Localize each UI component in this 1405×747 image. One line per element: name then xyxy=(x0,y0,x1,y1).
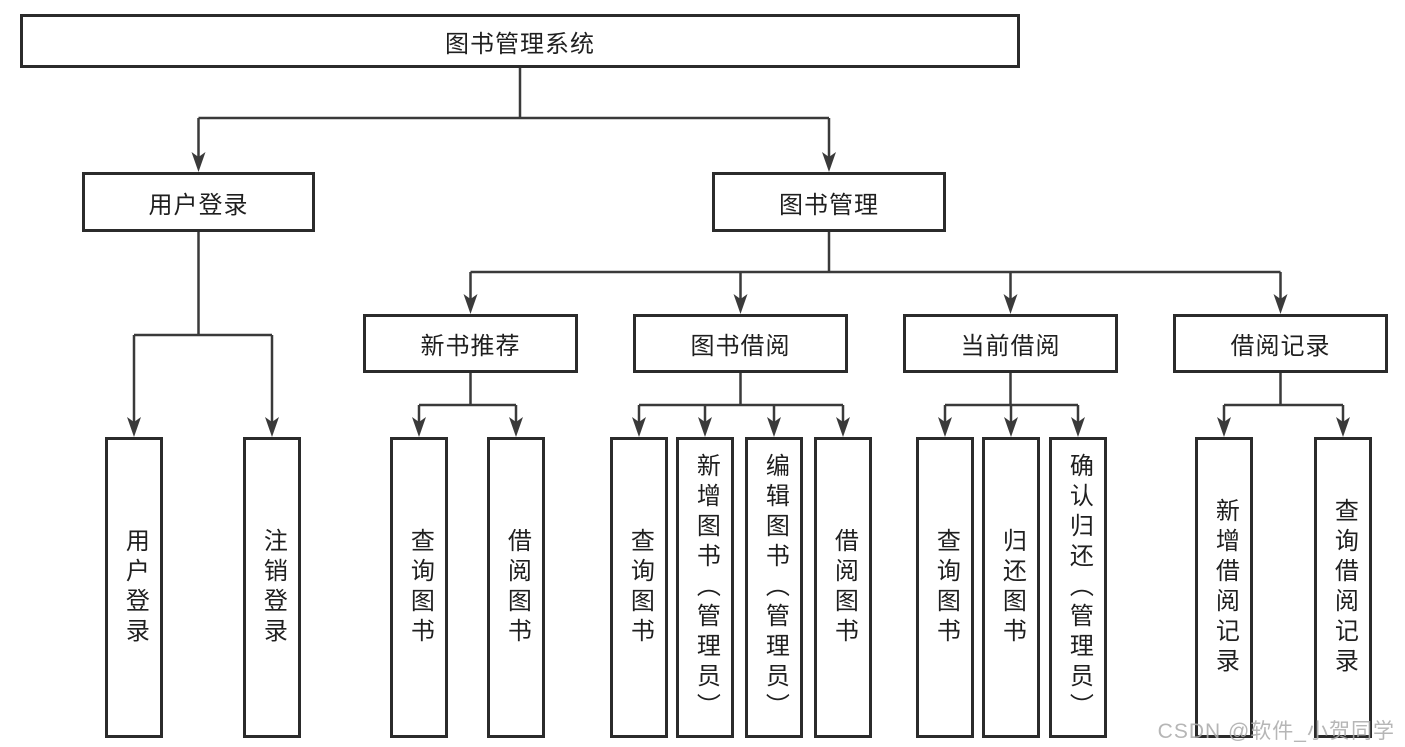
leaf-query-books-2-label: 查询图书 xyxy=(626,527,654,648)
connector-book-management-children xyxy=(469,232,1282,300)
leaf-return-books-label: 归还图书 xyxy=(998,527,1026,648)
arrowhead-book-borrow xyxy=(733,294,748,314)
leaf-edit-book-admin: 编辑图书（管理员） xyxy=(745,437,803,738)
connector-user-login-children xyxy=(132,232,274,424)
leaf-query-books-2: 查询图书 xyxy=(610,437,668,738)
node-new-book-recommend-label: 新书推荐 xyxy=(420,333,521,360)
leaf-borrow-books-2: 借阅图书 xyxy=(814,437,872,738)
leaf-confirm-return-admin: 确认归还（管理员） xyxy=(1049,437,1107,738)
node-book-management-label: 图书管理 xyxy=(779,191,879,219)
node-root-label: 图书管理系统 xyxy=(445,30,595,58)
leaf-user-login-label: 用户登录 xyxy=(121,527,149,648)
node-book-management: 图书管理 xyxy=(712,172,946,232)
leaf-logout-label: 注销登录 xyxy=(259,527,287,648)
leaf-edit-book-admin-label: 编辑图书（管理员） xyxy=(761,452,789,723)
node-user-login: 用户登录 xyxy=(82,172,315,232)
node-new-book-recommend: 新书推荐 xyxy=(363,314,578,373)
connector-current-borrow-children xyxy=(943,373,1080,424)
node-book-borrow-label: 图书借阅 xyxy=(690,333,791,360)
leaf-add-borrow-record-label: 新增借阅记录 xyxy=(1211,497,1239,678)
leaf-add-book-admin: 新增图书（管理员） xyxy=(676,437,734,738)
arrowhead-leaf-edit-book xyxy=(767,417,781,437)
leaf-borrow-books-2-label: 借阅图书 xyxy=(830,527,858,648)
arrowhead-leaf-user-login xyxy=(127,417,141,437)
leaf-query-borrow-record: 查询借阅记录 xyxy=(1314,437,1372,738)
leaf-borrow-books-1: 借阅图书 xyxy=(487,437,545,738)
arrowhead-leaf-confirm-return xyxy=(1071,417,1085,437)
leaf-add-book-admin-label: 新增图书（管理员） xyxy=(692,452,720,723)
arrowhead-user-login xyxy=(191,152,206,172)
arrowhead-leaf-borrow-books-2 xyxy=(836,417,850,437)
leaf-borrow-books-1-label: 借阅图书 xyxy=(503,527,531,648)
arrowhead-book-management xyxy=(822,152,836,172)
csdn-watermark: CSDN @软件_小贺同学 xyxy=(1157,720,1395,743)
node-current-borrow-label: 当前借阅 xyxy=(960,333,1061,360)
leaf-query-borrow-record-label: 查询借阅记录 xyxy=(1330,497,1358,678)
node-user-login-label: 用户登录 xyxy=(148,191,249,219)
connector-root-to-level2 xyxy=(197,68,831,158)
node-borrow-records-label: 借阅记录 xyxy=(1230,333,1331,360)
node-root: 图书管理系统 xyxy=(20,14,1020,68)
leaf-query-books-3-label: 查询图书 xyxy=(932,527,960,648)
arrowhead-leaf-query-books-2 xyxy=(632,417,646,437)
arrowhead-current-borrow xyxy=(1003,294,1018,314)
arrowhead-new-book-recommend xyxy=(463,294,478,314)
leaf-return-books: 归还图书 xyxy=(982,437,1040,738)
leaf-add-borrow-record: 新增借阅记录 xyxy=(1195,437,1253,738)
arrowhead-leaf-borrow-books-1 xyxy=(509,417,523,437)
arrowhead-leaf-query-books-1 xyxy=(412,417,426,437)
node-borrow-records: 借阅记录 xyxy=(1173,314,1388,373)
connector-new-book-recommend-children xyxy=(417,373,518,424)
arrowhead-leaf-query-borrow-record xyxy=(1336,417,1350,437)
leaf-query-books-1-label: 查询图书 xyxy=(406,527,434,648)
arrowhead-leaf-query-books-3 xyxy=(938,417,952,437)
leaf-confirm-return-admin-label: 确认归还（管理员） xyxy=(1065,452,1093,723)
node-book-borrow: 图书借阅 xyxy=(633,314,848,373)
connector-book-borrow-children xyxy=(637,373,845,424)
arrowhead-leaf-return-books xyxy=(1004,417,1018,437)
arrowhead-leaf-add-borrow-record xyxy=(1217,417,1231,437)
arrowhead-leaf-add-book xyxy=(698,417,712,437)
node-current-borrow: 当前借阅 xyxy=(903,314,1118,373)
connector-borrow-records-children xyxy=(1222,373,1345,424)
leaf-logout: 注销登录 xyxy=(243,437,301,738)
leaf-query-books-1: 查询图书 xyxy=(390,437,448,738)
leaf-user-login: 用户登录 xyxy=(105,437,163,738)
arrowhead-borrow-records xyxy=(1273,294,1288,314)
leaf-query-books-3: 查询图书 xyxy=(916,437,974,738)
arrowhead-leaf-logout xyxy=(265,417,279,437)
